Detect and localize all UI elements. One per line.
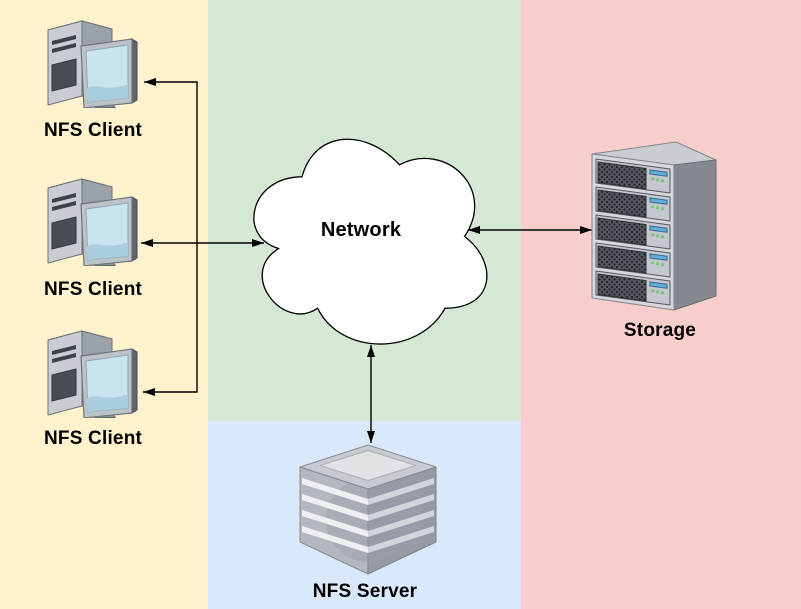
nfs-server-icon: [300, 445, 436, 574]
nfs-server-label: NFS Server: [312, 581, 418, 602]
network-cloud-icon: [253, 138, 488, 345]
storage-rack-icon: [591, 141, 717, 311]
nfs-client-icon-1: [47, 20, 138, 108]
connector-network-clients-1-3: [143, 78, 198, 396]
storage-label: Storage: [623, 320, 697, 341]
network-label: Network: [320, 219, 402, 241]
nfs-client-label-2: NFS Client: [43, 279, 143, 300]
nfs-client-label-3: NFS Client: [43, 428, 143, 449]
nfs-client-label-1: NFS Client: [43, 120, 143, 141]
nfs-client-icon-2: [47, 178, 138, 266]
nfs-client-icon-3: [47, 330, 138, 418]
